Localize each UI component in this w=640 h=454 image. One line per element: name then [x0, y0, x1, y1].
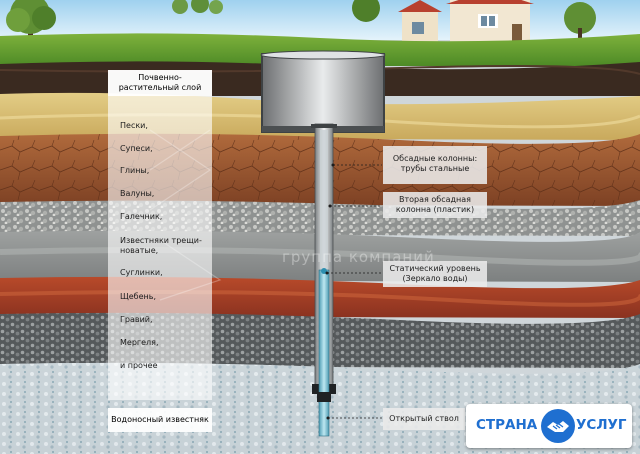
- soil-item: Мергеля,: [120, 338, 159, 347]
- soil-legend-top: Почвенно- растительный слой: [108, 70, 212, 96]
- callout-open-hole: Открытый ствол: [383, 408, 465, 430]
- caisson-tank-icon: [260, 50, 386, 133]
- soil-item: Галечник,: [120, 212, 163, 221]
- soil-item: и прочее: [120, 361, 158, 370]
- soil-legend-panel: [108, 70, 212, 400]
- callout-static-level: Статический уровень (Зеркало воды): [383, 261, 487, 287]
- soil-item: Щебень,: [120, 292, 157, 301]
- soil-item: Пески,: [120, 121, 148, 130]
- handshake-icon: [541, 409, 575, 443]
- soil-item: Глины,: [120, 166, 150, 175]
- brand-badge[interactable]: СТРАНА УСЛУГ: [466, 404, 632, 448]
- house-icon: [398, 0, 534, 44]
- soil-item: Супеси,: [120, 144, 153, 153]
- brand-left-text: СТРАНА: [476, 417, 538, 433]
- water-level-marker-icon: [321, 268, 327, 274]
- callout-plastic-casing: Вторая обсадная колонна (пластик): [383, 192, 487, 218]
- soil-item: Известняки трещи- новатые,: [120, 236, 202, 255]
- brand-right-text: УСЛУГ: [576, 417, 627, 433]
- callout-steel-casing: Обсадные колонны: трубы стальные: [383, 146, 487, 184]
- soil-item: Валуны,: [120, 189, 155, 198]
- soil-legend-bottom: Водоносный известняк: [108, 408, 212, 432]
- soil-item: Гравий,: [120, 315, 153, 324]
- soil-item: Суглинки,: [120, 268, 163, 277]
- tree-background-icon: [172, 0, 596, 50]
